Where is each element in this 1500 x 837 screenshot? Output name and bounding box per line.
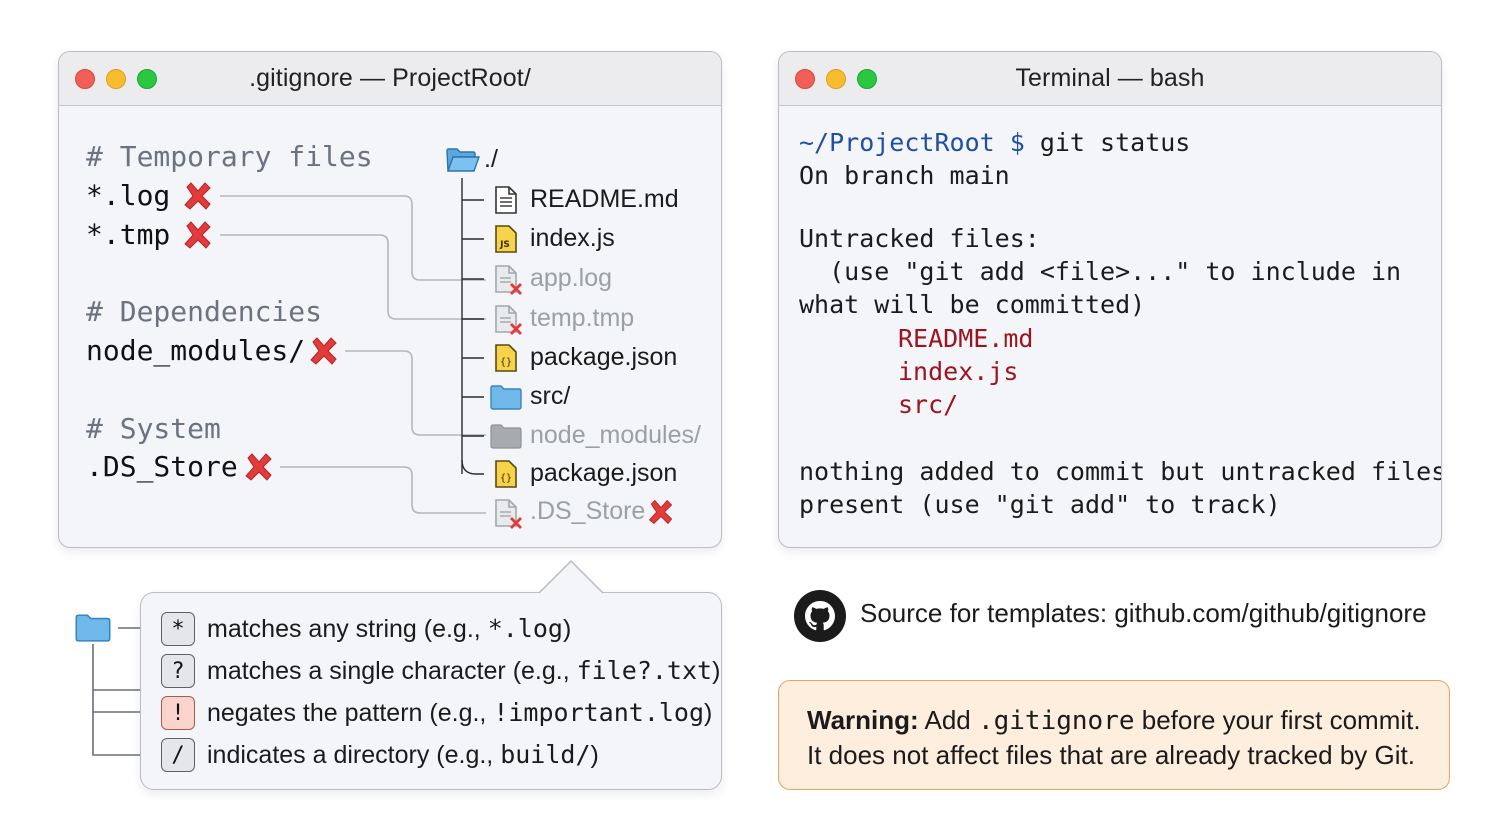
terminal-prompt: ~/ProjectRoot $ [799, 128, 1025, 157]
json-file-icon [494, 460, 518, 488]
tree-item-src[interactable]: src/ [530, 382, 571, 410]
small-x-icon [508, 321, 524, 337]
warning-callout: Warning: Add .gitignore before your firs… [778, 680, 1450, 790]
tree-item-readme[interactable]: README.md [530, 185, 679, 213]
legend-row-negate: ! negates the pattern (e.g., !important.… [161, 695, 712, 731]
key-question: ? [161, 654, 195, 688]
terminal-untracked-file: README.md [898, 324, 1034, 353]
gitignore-titlebar: .gitignore — ProjectRoot/ [59, 52, 721, 106]
terminal-output-summary-2: present (use "git add" to track) [799, 490, 1281, 519]
terminal-output-branch: On branch main [799, 161, 1010, 190]
small-x-icon [508, 281, 524, 297]
pattern-node-modules: node_modules/ [86, 334, 306, 367]
x-mark-icon [307, 334, 341, 368]
warning-line-1: Warning: Add .gitignore before your firs… [807, 705, 1421, 736]
gitignore-window-title: .gitignore — ProjectRoot/ [249, 64, 531, 92]
x-mark-icon [242, 450, 276, 484]
legend-pointer [538, 559, 604, 594]
small-x-icon [508, 515, 524, 531]
pattern-ds-store: .DS_Store [86, 450, 238, 483]
close-button[interactable] [75, 69, 95, 89]
minimize-button[interactable] [106, 69, 126, 89]
maximize-button[interactable] [857, 69, 877, 89]
folder-icon [490, 384, 522, 410]
terminal-output-hint-1: (use "git add <file>..." to include in [799, 257, 1402, 286]
legend-row-single-char: ? matches a single character (e.g., file… [161, 653, 720, 689]
terminal-command-line[interactable]: ~/ProjectRoot $ git status [799, 128, 1190, 157]
terminal-untracked-file: index.js [898, 357, 1019, 386]
terminal-window-title: Terminal — bash [1015, 64, 1205, 92]
text-file-icon [494, 186, 518, 214]
folder-open-icon [446, 147, 480, 173]
terminal-titlebar: Terminal — bash [779, 52, 1441, 106]
window-controls [75, 69, 157, 89]
tree-item-package-json[interactable]: package.json [530, 343, 678, 371]
gitignore-window: .gitignore — ProjectRoot/ [58, 51, 722, 548]
comment-dependencies: # Dependencies [86, 295, 323, 328]
tree-item-node-modules[interactable]: node_modules/ [530, 421, 701, 449]
close-button[interactable] [795, 69, 815, 89]
window-controls [795, 69, 877, 89]
tree-item-index-js[interactable]: index.js [530, 224, 615, 252]
maximize-button[interactable] [137, 69, 157, 89]
legend-row-directory: / indicates a directory (e.g., build/) [161, 737, 599, 773]
legend-text: indicates a directory (e.g., build/) [207, 740, 599, 769]
tree-item-temp-tmp[interactable]: temp.tmp [530, 304, 635, 332]
key-slash: / [161, 738, 195, 772]
tree-item-ds-store[interactable]: .DS_Store [530, 497, 646, 525]
terminal-output-hint-2: what will be committed) [799, 290, 1146, 319]
tree-item-package-json-2[interactable]: package.json [530, 459, 678, 487]
pattern-legend: * matches any string (e.g., *.log) ? mat… [140, 559, 722, 790]
tree-item-app-log[interactable]: app.log [530, 264, 613, 292]
terminal-window: Terminal — bash ~/ProjectRoot $ git stat… [778, 51, 1442, 548]
terminal-command: git status [1024, 128, 1191, 157]
x-mark-icon [646, 497, 676, 527]
folder-icon [75, 613, 111, 642]
source-link[interactable]: Source for templates: github.com/github/… [860, 598, 1427, 628]
json-file-icon [494, 344, 518, 372]
pattern-log: *.log [86, 179, 171, 212]
legend-text: matches a single character (e.g., file?.… [207, 656, 721, 685]
github-icon [794, 590, 846, 642]
x-mark-icon [181, 218, 215, 252]
x-mark-icon [181, 179, 215, 213]
minimize-button[interactable] [826, 69, 846, 89]
legend-row-wildcard: * matches any string (e.g., *.log) [161, 611, 571, 647]
ignored-folder-icon [490, 423, 522, 449]
comment-system: # System [86, 412, 221, 445]
legend-text: negates the pattern (e.g., !important.lo… [207, 698, 713, 727]
terminal-untracked-file: src/ [898, 390, 959, 419]
legend-text: matches any string (e.g., *.log) [207, 614, 572, 643]
terminal-output-untracked-header: Untracked files: [799, 224, 1040, 253]
js-file-icon [494, 225, 518, 253]
key-exclamation: ! [161, 696, 195, 730]
key-asterisk: * [161, 612, 195, 646]
terminal-output-summary-1: nothing added to commit but untracked fi… [799, 457, 1442, 486]
comment-temporary-files: # Temporary files [86, 140, 373, 173]
tree-root[interactable]: ./ [484, 145, 498, 173]
warning-line-2: It does not affect files that are alread… [807, 740, 1415, 770]
pattern-tmp: *.tmp [86, 218, 171, 251]
